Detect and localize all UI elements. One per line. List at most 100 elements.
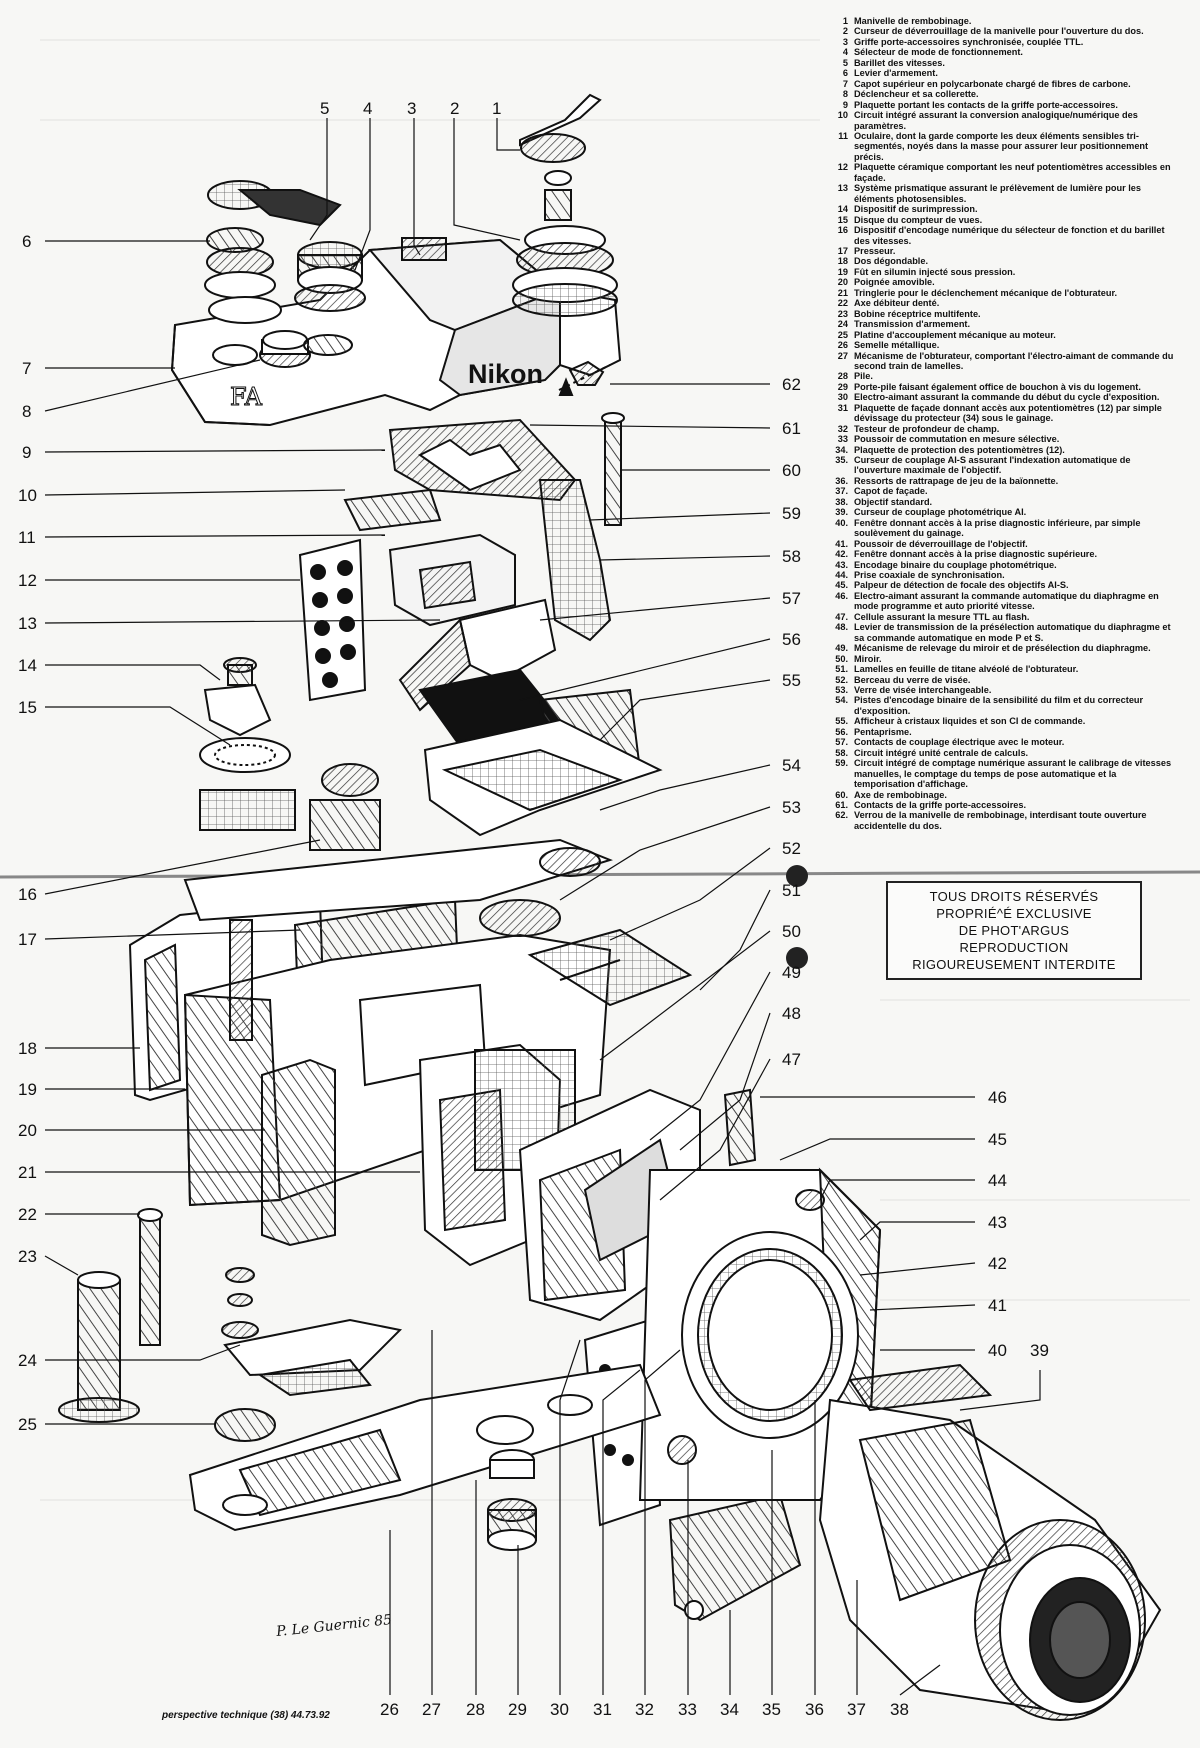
legend-item: 55. Afficheur à cristaux liquides et son … <box>828 716 1178 726</box>
legend-number: 28 <box>837 371 848 382</box>
callout-number: 43 <box>988 1213 1007 1232</box>
legend-text: Lamelles en feuille de titane alvéolé de… <box>854 664 1079 675</box>
legend-item: 43.Encodage binaire du couplage photomét… <box>828 560 1178 570</box>
focusing-screen <box>527 928 693 1007</box>
legend-text: Electro-aimant assurant la commande auto… <box>854 590 1159 612</box>
legend-number: 6 <box>842 68 848 79</box>
callout-number: 21 <box>18 1163 37 1182</box>
legend-item: 60.Axe de rembobinage. <box>828 790 1178 800</box>
legend-text: Fenêtre donnant accès à la prise diagnos… <box>854 549 1098 560</box>
lens-mount-assembly <box>638 1088 1162 1721</box>
legend-text: Poignée amovible. <box>854 277 935 288</box>
legend-number: 33 <box>837 434 848 445</box>
legend-number: 44. <box>835 570 848 581</box>
legend-item: 38.Objectif standard. <box>828 497 1178 507</box>
legend-text: Verre de visée interchangeable. <box>854 685 992 695</box>
top-cover-assembly: FA Nikon <box>170 93 622 427</box>
legend-number: 57. <box>835 737 848 748</box>
spool-gear <box>58 1397 140 1423</box>
legend-item: 50.Miroir. <box>828 654 1178 664</box>
callout-number: 36 <box>805 1700 824 1719</box>
callout-number: 1 <box>492 99 502 118</box>
legend-item: 26 Semelle métallique. <box>828 340 1178 350</box>
legend-number: 56. <box>835 726 848 737</box>
legend-item: 39. Curseur de couplage photométrique AI. <box>828 507 1178 517</box>
staple-hole <box>786 947 808 969</box>
rights-box: TOUS DROITS RÉSERVÉS PROPRIÉ^É EXCLUSIVE… <box>886 881 1142 980</box>
legend-number: 52. <box>835 674 848 685</box>
legend-number: 39. <box>835 507 848 518</box>
legend-item: 20 Poignée amovible. <box>828 277 1178 287</box>
callout-number: 57 <box>782 589 801 608</box>
takeup-spool <box>77 1279 121 1411</box>
callout-number: 7 <box>22 359 32 378</box>
advance-shaft <box>229 919 253 1041</box>
legend-item: 37.Capot de façade. <box>828 486 1178 496</box>
credit-line: perspective technique (38) 44.73.92 <box>162 1710 330 1721</box>
legend-text: Testeur de profondeur de champ. <box>854 423 1000 434</box>
legend-number: 26 <box>837 340 848 351</box>
legend-text: Griffe porte-accessoires synchronisée, c… <box>854 36 1084 47</box>
legend-number: 21 <box>837 287 848 298</box>
legend-number: 1 <box>842 16 848 26</box>
legend-number: 20 <box>837 277 848 288</box>
legend-item: 42.Fenêtre donnant accès à la prise diag… <box>828 549 1178 559</box>
callout-number: 49 <box>782 963 801 982</box>
legend-number: 61. <box>835 799 848 810</box>
metering-switch <box>667 1435 697 1465</box>
callout-number: 6 <box>22 232 32 251</box>
hot-shoe <box>401 237 447 261</box>
legend-text: Tringlerie pour le déclenchement mécaniq… <box>854 287 1118 298</box>
callout-number: 61 <box>782 419 801 438</box>
callout-number: 39 <box>1030 1341 1049 1360</box>
legend-number: 53. <box>835 685 848 695</box>
legend-text: Electro-aimant assurant la commande du d… <box>854 392 1160 403</box>
callout-number: 19 <box>18 1080 37 1099</box>
legend-item: 48.Levier de transmission de la présélec… <box>828 622 1178 643</box>
legend-text: Curseur de déverrouillage de la manivell… <box>854 26 1144 37</box>
legend-text: Dispositif d'encodage numérique du sélec… <box>854 225 1165 246</box>
callout-number: 20 <box>18 1121 37 1140</box>
legend-text: Afficheur à cristaux liquides et son CI … <box>854 716 1086 727</box>
legend-number: 55. <box>835 716 848 727</box>
callout-number: 56 <box>782 630 801 649</box>
legend-text: Manivelle de rembobinage. <box>854 16 972 26</box>
callout-number: 34 <box>720 1700 739 1719</box>
brand-label: Nikon <box>468 359 543 389</box>
legend-number: 43. <box>835 559 848 570</box>
legend-number: 37. <box>835 486 848 497</box>
rights-line: PROPRIÉ^É EXCLUSIVE <box>936 906 1092 921</box>
legend-item: 56.Pentaprisme. <box>828 727 1178 737</box>
legend-number: 38. <box>835 496 848 507</box>
callout-number: 45 <box>988 1130 1007 1149</box>
legend-number: 18 <box>837 256 848 267</box>
legend-text: Semelle métallique. <box>854 340 940 351</box>
callout-number: 8 <box>22 402 32 421</box>
legend-number: 7 <box>842 78 848 89</box>
legend-item: 47.Cellule assurant la mesure TTL au fla… <box>828 612 1178 622</box>
callout-number: 11 <box>18 528 36 547</box>
callout-number: 26 <box>380 1700 399 1719</box>
legend-number: 31 <box>837 402 848 413</box>
legend-number: 12 <box>837 162 848 173</box>
legend-text: Disque du compteur de vues. <box>854 214 983 225</box>
legend-number: 46. <box>835 590 848 601</box>
callout-number: 10 <box>18 486 37 505</box>
legend-text: Presseur. <box>854 245 896 256</box>
callout-number: 18 <box>18 1039 37 1058</box>
legend-item: 51.Lamelles en feuille de titane alvéolé… <box>828 664 1178 674</box>
counter-assembly <box>199 657 381 851</box>
legend-text: Curseur de couplage photométrique AI. <box>854 507 1027 518</box>
legend-item: 21 Tringlerie pour le déclenchement mécan… <box>828 288 1178 298</box>
